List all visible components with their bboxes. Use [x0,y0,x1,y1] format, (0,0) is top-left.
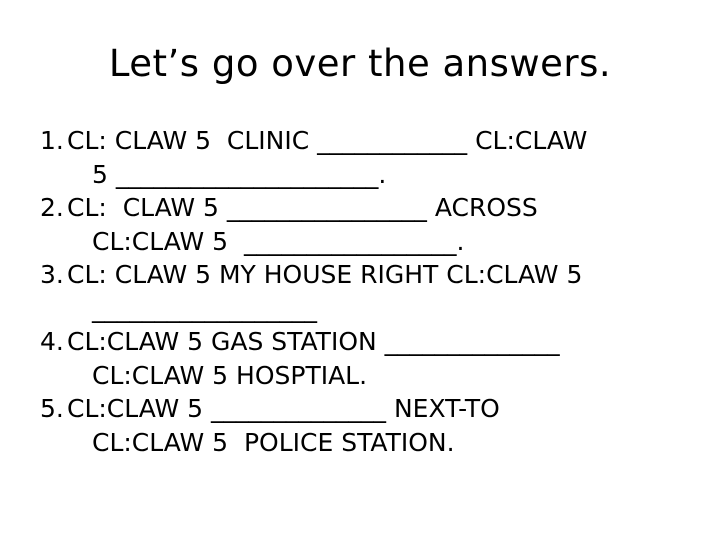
answer-line: 5.CL:CLAW 5 ______________ NEXT-TO [40,392,708,426]
answer-line: 1.CL: CLAW 5 CLINIC ____________ CL:CLAW [40,124,708,158]
answer-text: CL: CLAW 5 ________________ ACROSS [67,193,538,222]
list-number: 4. [40,327,64,356]
answer-item-4: 4.CL:CLAW 5 GAS STATION ______________ C… [40,325,708,392]
answer-item-3: 3.CL: CLAW 5 MY HOUSE RIGHT CL:CLAW 5 __… [40,258,708,325]
answer-line: 4.CL:CLAW 5 GAS STATION ______________ [40,325,708,359]
slide-title: Let’s go over the answers. [108,42,612,85]
list-number: 2. [40,193,64,222]
answer-text-wrap: CL:CLAW 5 HOSPTIAL. [92,360,368,390]
answer-text: CL: CLAW 5 CLINIC ____________ CL:CLAW [67,126,588,155]
answer-text-wrap: CL:CLAW 5 _________________. [92,226,465,256]
answer-text: CL: CLAW 5 MY HOUSE RIGHT CL:CLAW 5 [67,260,583,289]
list-number: 1. [40,126,64,155]
answer-text-wrap: __________________ [92,293,317,323]
answer-text: CL:CLAW 5 ______________ NEXT-TO [67,394,500,423]
answer-text-wrap: 5 _____________________. [92,159,387,189]
answer-line: 2.CL: CLAW 5 ________________ ACROSS [40,191,708,225]
answer-item-1: 1.CL: CLAW 5 CLINIC ____________ CL:CLAW… [40,124,708,191]
answer-item-5: 5.CL:CLAW 5 ______________ NEXT-TO CL:CL… [40,392,708,459]
list-number: 3. [40,260,64,289]
answer-list: 1.CL: CLAW 5 CLINIC ____________ CL:CLAW… [40,124,708,459]
answer-text-wrap: CL:CLAW 5 POLICE STATION. [92,427,455,457]
list-number: 5. [40,394,64,423]
answer-text: CL:CLAW 5 GAS STATION ______________ [67,327,560,356]
answer-line: 3.CL: CLAW 5 MY HOUSE RIGHT CL:CLAW 5 [40,258,708,292]
answer-item-2: 2.CL: CLAW 5 ________________ ACROSS CL:… [40,191,708,258]
